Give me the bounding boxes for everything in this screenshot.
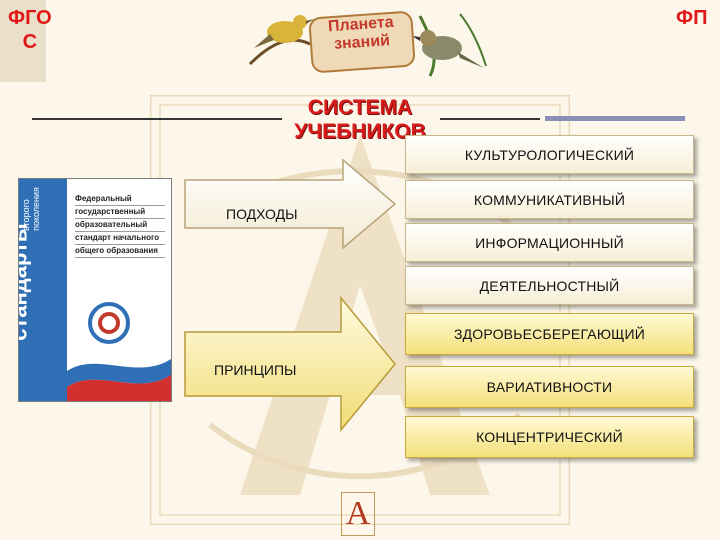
planeta-znaniy-logo: Планета знаний	[308, 10, 416, 74]
book-line: общего образования	[75, 245, 165, 258]
approach-culturological: КУЛЬТУРОЛОГИЧЕСКИЙ	[405, 135, 694, 174]
bottom-letter-emblem: А	[341, 492, 375, 536]
approach-activity: ДЕЯТЕЛЬНОСТНЫЙ	[405, 266, 694, 305]
book-flag-stripes	[67, 359, 171, 401]
left-bird-icon	[248, 15, 314, 66]
book-emblem-icon	[88, 302, 130, 344]
spine-title: стандарты	[18, 223, 32, 341]
principles-arrow	[184, 296, 396, 432]
standards-book-cover: второго поколения стандарты Федеральный …	[18, 178, 172, 402]
book-line: стандарт начального	[75, 232, 165, 245]
fgos-line2: С	[22, 31, 38, 53]
right-bird-icon	[412, 13, 487, 77]
principle-health-saving: ЗДОРОВЬЕСБЕРЕГАЮЩИЙ	[405, 313, 694, 355]
principle-variability: ВАРИАТИВНОСТИ	[405, 366, 694, 408]
book-line: образовательный	[75, 219, 165, 232]
fp-label: ФП	[676, 7, 708, 29]
left-decor-strip	[0, 0, 46, 82]
book-line: Федеральный	[75, 193, 165, 206]
principles-label: ПРИНЦИПЫ	[214, 362, 297, 378]
book-spine: второго поколения стандарты	[19, 179, 67, 401]
book-line: государственный	[75, 206, 165, 219]
title-line2: УЧЕБНИКОВ	[294, 120, 426, 143]
approaches-arrow	[184, 158, 397, 250]
book-title-lines: Федеральный государственный образователь…	[75, 193, 165, 258]
rule-middle	[440, 118, 540, 120]
rule-right-accent	[545, 116, 685, 121]
fgos-line1: ФГО	[8, 7, 52, 29]
approach-informational: ИНФОРМАЦИОННЫЙ	[405, 223, 694, 262]
approach-communicative: КОММУНИКАТИВНЫЙ	[405, 180, 694, 219]
principle-concentric: КОНЦЕНТРИЧЕСКИЙ	[405, 416, 694, 458]
approaches-label: ПОДХОДЫ	[226, 206, 298, 222]
page-title: СИСТЕМА УЧЕБНИКОВ	[280, 96, 440, 144]
rule-left	[32, 118, 282, 120]
fgos-label: ФГО С	[8, 6, 52, 54]
title-line1: СИСТЕМА	[307, 96, 413, 119]
